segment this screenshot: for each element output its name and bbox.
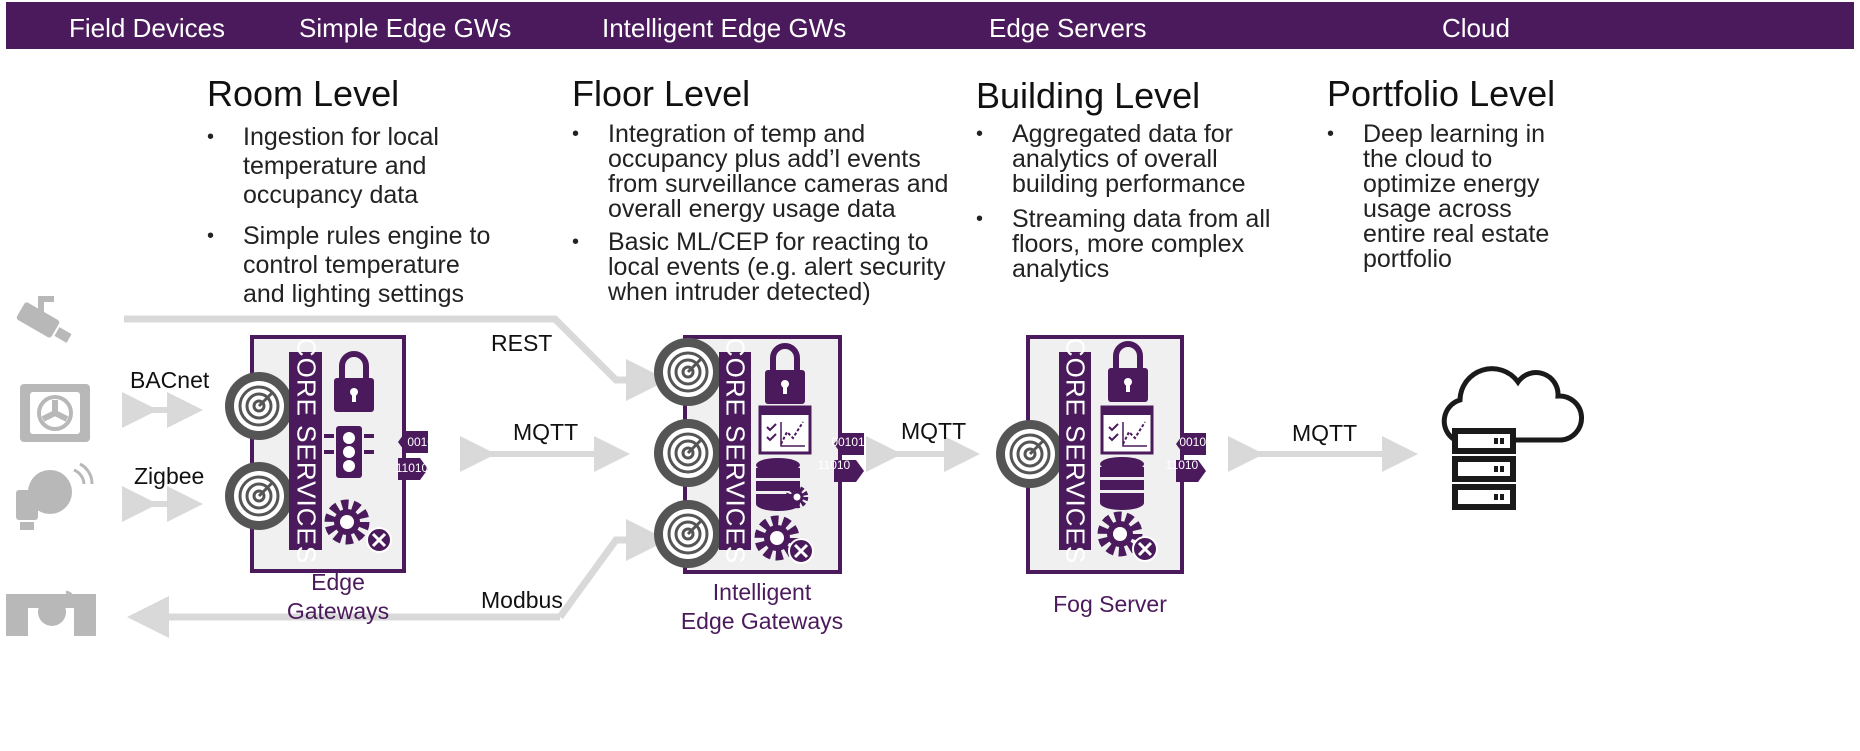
room-level-title: Room Level xyxy=(207,73,400,114)
binary-out-label: 11010 xyxy=(396,461,429,475)
room-level-bullet: Ingestion for local temperature and occu… xyxy=(207,123,507,210)
tier-edge-servers: Edge Servers xyxy=(989,13,1147,43)
binary-in-label: 00101 xyxy=(407,435,441,449)
binary-in-label: 00101 xyxy=(1179,435,1213,449)
traffic-light-icon xyxy=(324,426,374,478)
tier-simple-edge-gws: Simple Edge GWs xyxy=(299,13,512,43)
core-services-bar: CORE SERVICES xyxy=(289,338,322,564)
caption-line: Gateways xyxy=(286,598,390,624)
core-services-label: CORE SERVICES xyxy=(1060,337,1091,565)
wrench-icon xyxy=(365,526,393,554)
database-icon xyxy=(1100,457,1144,510)
floor-level-bullets: Integration of temp and occupancy plus a… xyxy=(572,122,952,317)
building-level-bullet: Aggregated data for analytics of overall… xyxy=(976,122,1276,197)
edge-gateway-box xyxy=(223,335,428,573)
floor-level-bullet: Basic ML/CEP for reacting to local event… xyxy=(572,230,952,305)
cloud-server-icon xyxy=(1441,366,1584,510)
bacnet-label: BACnet xyxy=(130,367,210,393)
tier-bar: Field Devices Simple Edge GWs Intelligen… xyxy=(6,2,1854,49)
room-level-bullet: Simple rules engine to control temperatu… xyxy=(207,222,507,309)
tier-intelligent-edge-gws: Intelligent Edge GWs xyxy=(602,13,847,43)
core-services-label: CORE SERVICES xyxy=(291,337,321,565)
core-services-bar: CORE SERVICES xyxy=(719,338,751,564)
caption-line: Intelligent xyxy=(712,579,812,605)
room-level-bullets: Ingestion for local temperature and occu… xyxy=(207,123,507,321)
caption-line: Edge Gateways xyxy=(680,608,844,634)
wrench-icon xyxy=(787,537,815,565)
fog-server-caption: Fog Server xyxy=(1053,591,1167,617)
binary-in-label: 00101 xyxy=(831,435,865,449)
binary-out-label: 11010 xyxy=(1166,458,1199,472)
floor-level-title: Floor Level xyxy=(572,73,751,114)
sensor-icon xyxy=(652,417,724,489)
smart-bulb-icon xyxy=(16,462,94,530)
rest-connector xyxy=(124,315,668,401)
sensor-icon xyxy=(223,370,295,442)
floor-level-bullet: Integration of temp and occupancy plus a… xyxy=(572,122,952,222)
tier-cloud: Cloud xyxy=(1442,13,1510,43)
sensor-icon xyxy=(652,498,724,570)
fog-server-box xyxy=(994,335,1206,574)
water-meter-icon xyxy=(6,590,96,636)
intelligent-gateway-box xyxy=(652,335,864,574)
building-level-bullets: Aggregated data for analytics of overall… xyxy=(976,122,1276,294)
core-services-label: CORE SERVICES xyxy=(720,337,751,565)
connectors xyxy=(122,315,1418,638)
core-services-bar: CORE SERVICES xyxy=(1059,338,1091,564)
modbus-connector xyxy=(557,519,668,620)
wrench-icon xyxy=(1131,535,1159,563)
binary-out-label: 11010 xyxy=(818,458,851,472)
hvac-fan-icon xyxy=(20,384,90,442)
building-level-title: Building Level xyxy=(976,75,1201,116)
portfolio-level-bullets: Deep learning in the cloud to optimize e… xyxy=(1327,122,1577,284)
mqtt-edge-label: MQTT xyxy=(513,419,579,445)
mqtt-fog-label: MQTT xyxy=(901,418,967,444)
sensor-icon xyxy=(223,460,295,532)
rest-label: REST xyxy=(491,330,553,356)
edge-gateways-caption: Edge Gateways xyxy=(263,568,413,626)
dashboard-icon xyxy=(1100,405,1154,455)
caption-line: Edge xyxy=(311,569,365,595)
security-camera-icon xyxy=(16,296,72,343)
modbus-label: Modbus xyxy=(481,587,563,613)
intelligent-gateways-caption: Intelligent Edge Gateways xyxy=(672,578,852,636)
building-level-bullet: Streaming data from all floors, more com… xyxy=(976,207,1276,282)
portfolio-level-bullet: Deep learning in the cloud to optimize e… xyxy=(1327,122,1577,272)
mqtt-cloud-label: MQTT xyxy=(1292,420,1358,446)
sensor-icon xyxy=(994,418,1066,490)
portfolio-level-title: Portfolio Level xyxy=(1327,73,1556,114)
dashboard-icon xyxy=(758,405,812,455)
zigbee-label: Zigbee xyxy=(134,463,205,489)
tier-field-devices: Field Devices xyxy=(69,13,226,43)
sensor-icon xyxy=(652,336,724,408)
